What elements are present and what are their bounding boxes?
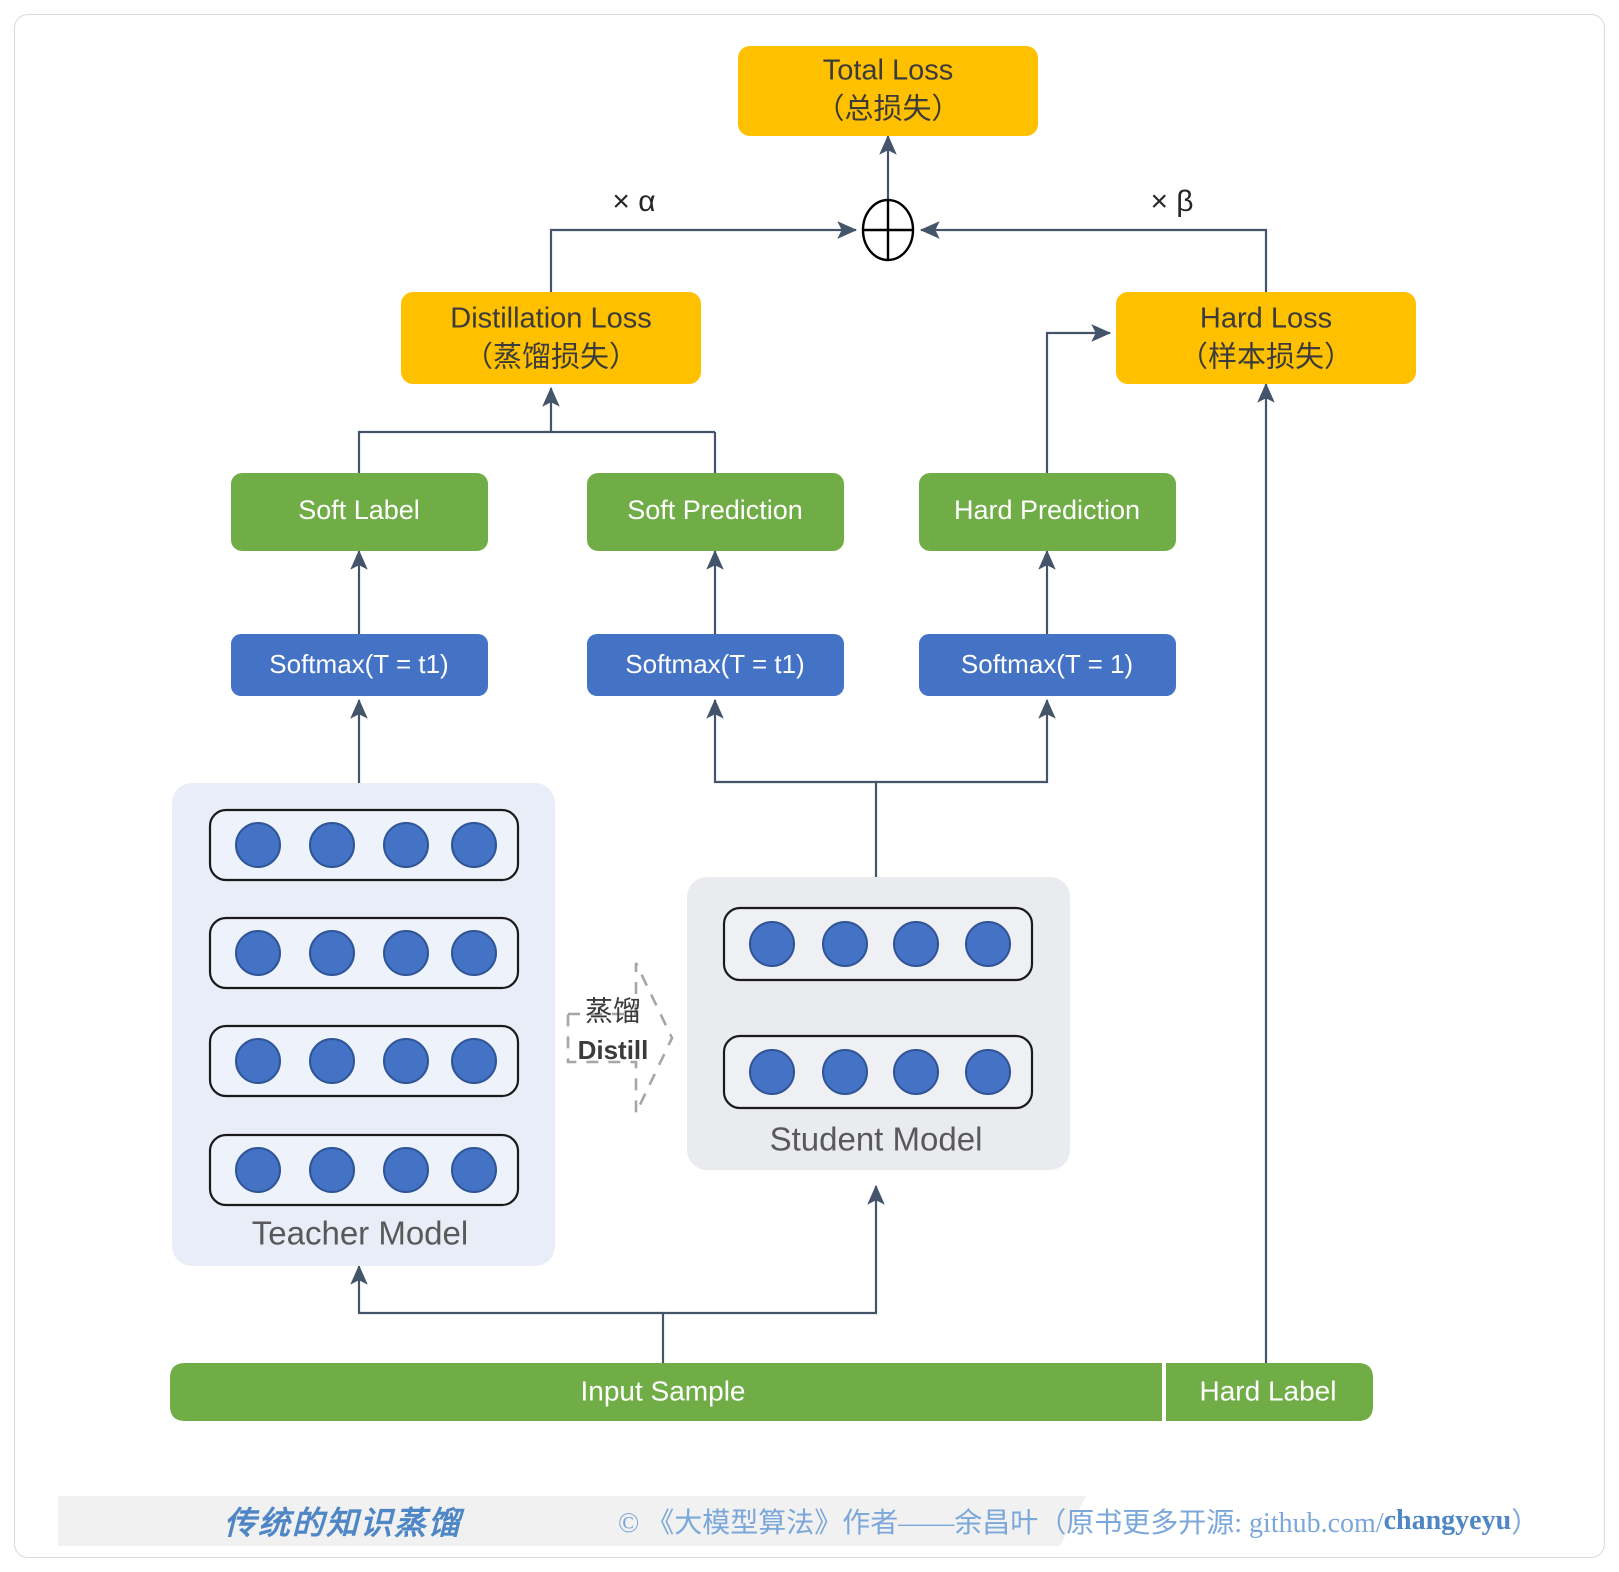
input-sample-box: Input Sample: [170, 1363, 1162, 1421]
hard-loss-en: Hard Loss: [1200, 303, 1332, 335]
distill-label-en: Distill: [578, 1035, 649, 1065]
total-loss-en: Total Loss: [823, 55, 954, 87]
edge-hard-prediction-to-hard-loss: [1045, 324, 1112, 477]
distillation-loss-cn: （蒸馏损失）: [464, 341, 638, 374]
edge-input-to-student: [663, 1184, 885, 1315]
student-layer-1: [722, 906, 1034, 982]
footer-band: [58, 1496, 1086, 1546]
hard-label-text: Hard Label: [1200, 1375, 1337, 1406]
softmax-student-soft-box: Softmax(T = t1): [587, 634, 844, 696]
distillation-loss-box: Distillation Loss （蒸馏损失）: [401, 292, 701, 384]
softmax-student-hard-text: Softmax(T = 1): [961, 649, 1133, 679]
footer-credit: © 《大模型算法》作者——余昌叶（原书更多开源: github.com/ cha…: [618, 1498, 1608, 1544]
teacher-layer-1: [208, 808, 520, 882]
softmax-student-hard-box: Softmax(T = 1): [919, 634, 1176, 696]
hard-prediction-text: Hard Prediction: [954, 495, 1140, 525]
student-model-label: Student Model: [770, 1121, 983, 1158]
edge-student-to-soft-softmax: [706, 698, 878, 908]
soft-label-box: Soft Label: [231, 473, 488, 551]
footer-tag: 传统的知识蒸馏: [224, 1498, 644, 1544]
hard-loss-cn: （样本损失）: [1179, 341, 1353, 374]
alpha-label: × α: [612, 185, 655, 218]
teacher-model-label: Teacher Model: [252, 1215, 468, 1252]
distillation-loss-en: Distillation Loss: [450, 303, 651, 335]
soft-label-text: Soft Label: [298, 495, 420, 525]
softmax-teacher-text: Softmax(T = t1): [269, 649, 448, 679]
edge-soft-label-rail: [357, 430, 715, 477]
softmax-teacher-box: Softmax(T = t1): [231, 634, 488, 696]
total-loss-cn: （总损失）: [815, 93, 960, 126]
hard-loss-box: Hard Loss （样本损失）: [1116, 292, 1416, 384]
beta-label: × β: [1150, 185, 1193, 218]
edge-input-to-teacher: [350, 1264, 665, 1363]
soft-prediction-box: Soft Prediction: [587, 473, 844, 551]
distill-arrow: 蒸馏 Distill: [566, 962, 674, 1114]
distill-label-cn: 蒸馏: [585, 995, 641, 1026]
soft-prediction-text: Soft Prediction: [627, 495, 803, 525]
footer-credit-prefix: © 《大模型算法》作者——余昌叶（原书更多开源: github.com/: [618, 1508, 1384, 1539]
hard-label-box: Hard Label: [1166, 1363, 1373, 1421]
teacher-layer-4: [208, 1133, 520, 1207]
footer-tag-text: 传统的知识蒸馏: [224, 1505, 463, 1541]
teacher-layer-2: [208, 916, 520, 990]
sum-operator: [861, 198, 915, 262]
student-layer-2: [722, 1034, 1034, 1110]
footer-credit-suffix: ）: [1511, 1508, 1540, 1539]
total-loss-box: Total Loss （总损失）: [738, 46, 1038, 136]
teacher-layer-3: [208, 1024, 520, 1098]
softmax-student-soft-text: Softmax(T = t1): [625, 649, 804, 679]
edge-student-to-hard-softmax: [876, 698, 1056, 784]
student-model-panel: Student Model: [687, 877, 1070, 1170]
footer-credit-link[interactable]: changyeyu: [1383, 1505, 1512, 1536]
input-sample-text: Input Sample: [581, 1375, 746, 1406]
teacher-model-panel: Teacher Model: [172, 783, 555, 1266]
hard-prediction-box: Hard Prediction: [919, 473, 1176, 551]
